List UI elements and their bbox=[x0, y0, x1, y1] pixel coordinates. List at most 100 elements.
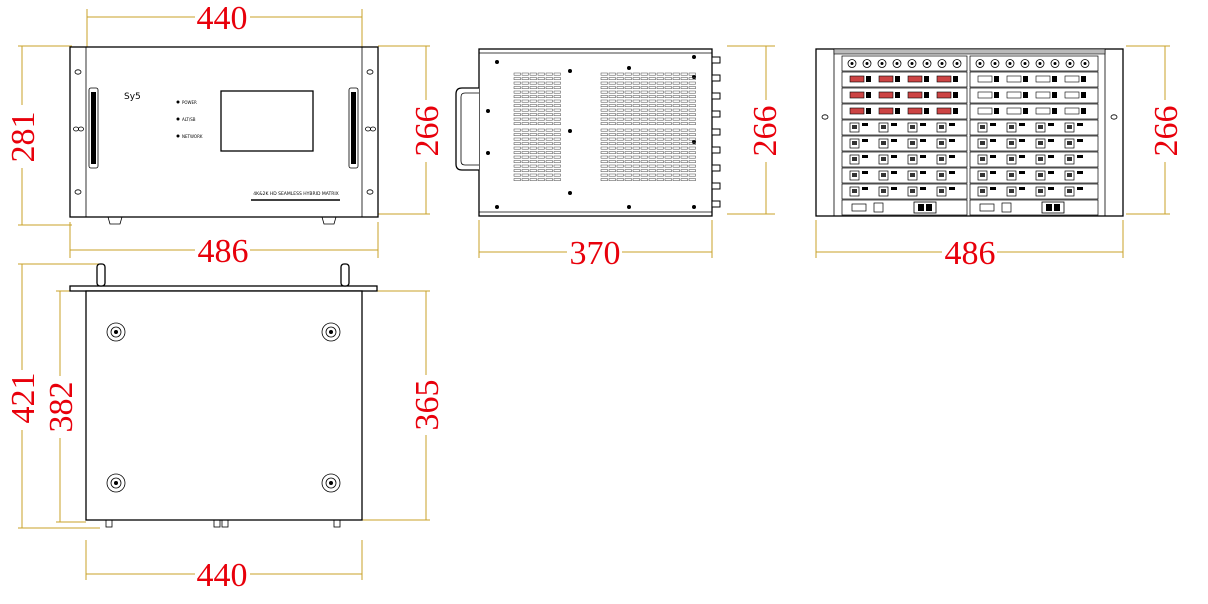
vent-slot bbox=[688, 95, 696, 98]
rear-card-slot bbox=[969, 151, 1099, 168]
vent-slot bbox=[616, 95, 624, 98]
rear-dim-486-label: 486 bbox=[945, 235, 996, 272]
vent-slot bbox=[624, 108, 632, 112]
vent-slot bbox=[624, 137, 632, 141]
vent-slot bbox=[529, 137, 537, 141]
side-dim-266-label: 266 bbox=[747, 106, 784, 157]
bnc-connector bbox=[1050, 59, 1060, 68]
vent-slot bbox=[513, 90, 521, 94]
vent-slot bbox=[616, 90, 624, 94]
status-led bbox=[1077, 187, 1083, 190]
status-led bbox=[920, 155, 926, 158]
rj45-jack bbox=[1067, 189, 1072, 193]
vent-slot bbox=[513, 164, 521, 168]
vent-slot bbox=[545, 99, 553, 103]
vent-slot bbox=[624, 77, 632, 80]
vent-slot bbox=[664, 117, 672, 121]
hdmi-port bbox=[936, 75, 952, 83]
vent-slot bbox=[648, 117, 656, 121]
vent-slot bbox=[632, 108, 640, 112]
vent-slot bbox=[529, 151, 537, 154]
vent-slot bbox=[521, 117, 529, 121]
vent-slot bbox=[688, 90, 696, 94]
rj45-jack bbox=[1067, 157, 1072, 161]
vent-slot bbox=[664, 160, 672, 163]
indicator-alt-label: ALT/SB bbox=[182, 117, 196, 122]
vent-slot bbox=[545, 155, 553, 159]
bnc-connector bbox=[877, 59, 887, 68]
vent-slot bbox=[664, 104, 672, 107]
status-led bbox=[1048, 171, 1054, 174]
rear-dim-height: 266 bbox=[1126, 45, 1185, 215]
vent-slot bbox=[600, 173, 608, 177]
vent-slot bbox=[600, 160, 608, 163]
vent-slot bbox=[624, 160, 632, 163]
bottom-chassis bbox=[85, 290, 363, 521]
vent-slot bbox=[521, 86, 529, 89]
vent-slot bbox=[688, 99, 696, 103]
vent-slot bbox=[648, 113, 656, 116]
rj45-jack bbox=[881, 189, 886, 193]
vent-slot bbox=[640, 160, 648, 163]
vent-slot bbox=[608, 122, 616, 125]
vent-slot bbox=[529, 133, 537, 136]
status-led bbox=[1077, 123, 1083, 126]
vent-slot bbox=[688, 117, 696, 121]
vent-slot bbox=[664, 142, 672, 145]
rj45-jack bbox=[910, 157, 915, 161]
port-latch bbox=[994, 92, 999, 98]
vent-slot bbox=[616, 81, 624, 85]
vent-slot bbox=[521, 142, 529, 145]
bottom-rear-connectors bbox=[105, 519, 341, 528]
rj45-jack bbox=[1067, 173, 1072, 177]
power-switch-rocker bbox=[1046, 204, 1052, 211]
vent-slot bbox=[632, 173, 640, 177]
vent-slot bbox=[664, 169, 672, 172]
side-view: 266 370 bbox=[455, 45, 784, 272]
vent-slot bbox=[688, 164, 696, 168]
vent-slot bbox=[521, 137, 529, 141]
hdmi-port bbox=[1006, 91, 1022, 99]
vent-slot bbox=[537, 90, 545, 94]
rj45-jack bbox=[852, 157, 857, 161]
vent-slot bbox=[521, 90, 529, 94]
rj45-jack bbox=[910, 141, 915, 145]
hdmi-port bbox=[1035, 75, 1051, 83]
vent-slot bbox=[616, 137, 624, 141]
vent-slot bbox=[537, 169, 545, 172]
vent-slot bbox=[553, 77, 561, 80]
status-led bbox=[862, 139, 868, 142]
vent-slot bbox=[600, 169, 608, 172]
vent-slot bbox=[632, 155, 640, 159]
front-dim-486-label: 486 bbox=[198, 233, 249, 270]
vent-slot bbox=[553, 137, 561, 141]
vent-slot bbox=[553, 160, 561, 163]
vent-slot bbox=[680, 113, 688, 116]
vent-slot bbox=[616, 169, 624, 172]
vent-slot bbox=[656, 72, 664, 76]
status-led bbox=[1048, 123, 1054, 126]
bnc-center bbox=[993, 62, 997, 65]
vent-slot bbox=[608, 142, 616, 145]
rj45-jack bbox=[939, 125, 944, 129]
vent-slot bbox=[521, 146, 529, 150]
vent-slot bbox=[513, 155, 521, 159]
vent-slot bbox=[624, 128, 632, 132]
vent-slot bbox=[632, 169, 640, 172]
vent-slot bbox=[608, 137, 616, 141]
vent-slot bbox=[600, 155, 608, 159]
vent-slot bbox=[656, 133, 664, 136]
vent-slot bbox=[680, 72, 688, 76]
hdmi-port bbox=[1035, 91, 1051, 99]
rj45-jack bbox=[881, 141, 886, 145]
vent-slot bbox=[553, 113, 561, 116]
vent-slot bbox=[521, 178, 529, 181]
rj45-jack bbox=[980, 125, 985, 129]
hdmi-port bbox=[1064, 75, 1080, 83]
vent-slot bbox=[521, 72, 529, 76]
vent-slot bbox=[513, 113, 521, 116]
vent-slot bbox=[545, 164, 553, 168]
vent-slot bbox=[513, 99, 521, 103]
vent-slot bbox=[664, 178, 672, 181]
front-dim-width-bottom: 486 bbox=[69, 222, 379, 270]
